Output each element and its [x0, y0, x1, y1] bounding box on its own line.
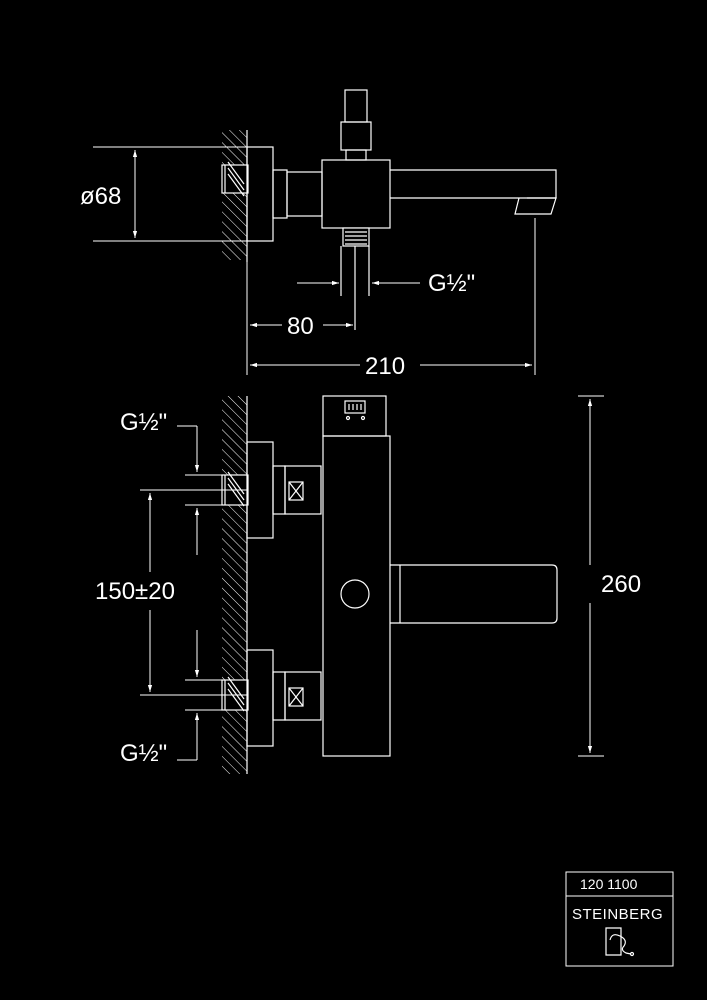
dim-thread-inlet-lower: G½"	[120, 740, 167, 767]
dim-height: 260	[601, 571, 641, 598]
steinberg-faucet-logo-icon	[605, 927, 635, 957]
top-view-dimensions	[93, 146, 536, 375]
diverter-knob-front	[340, 579, 370, 609]
mixer-body-top	[321, 159, 391, 229]
wall-hatch-front	[222, 396, 247, 774]
dim-center-distance: 150±20	[95, 578, 175, 605]
title-block	[565, 871, 674, 967]
outlet-thread-top	[342, 227, 370, 247]
spout-top	[390, 169, 557, 199]
dim-thread-inlet-upper: G½"	[120, 409, 167, 436]
dim-depth: 80	[287, 313, 314, 340]
handle-cap-front	[322, 395, 387, 437]
top-view	[221, 89, 557, 330]
wall-thread-top	[221, 161, 249, 197]
front-view-dimensions	[140, 395, 604, 761]
handle-stem-top	[344, 89, 368, 123]
dim-diameter: ø68	[80, 183, 121, 210]
spout-front	[390, 564, 558, 624]
article-number: 120 1100	[580, 876, 638, 892]
brand-name: STEINBERG	[572, 906, 663, 923]
rosette-top	[246, 146, 274, 242]
dim-thread-top: G½"	[428, 270, 475, 297]
dim-projection: 210	[365, 353, 405, 380]
connector-top	[272, 169, 288, 219]
front-view	[221, 395, 558, 774]
mixer-body-front	[322, 435, 391, 757]
